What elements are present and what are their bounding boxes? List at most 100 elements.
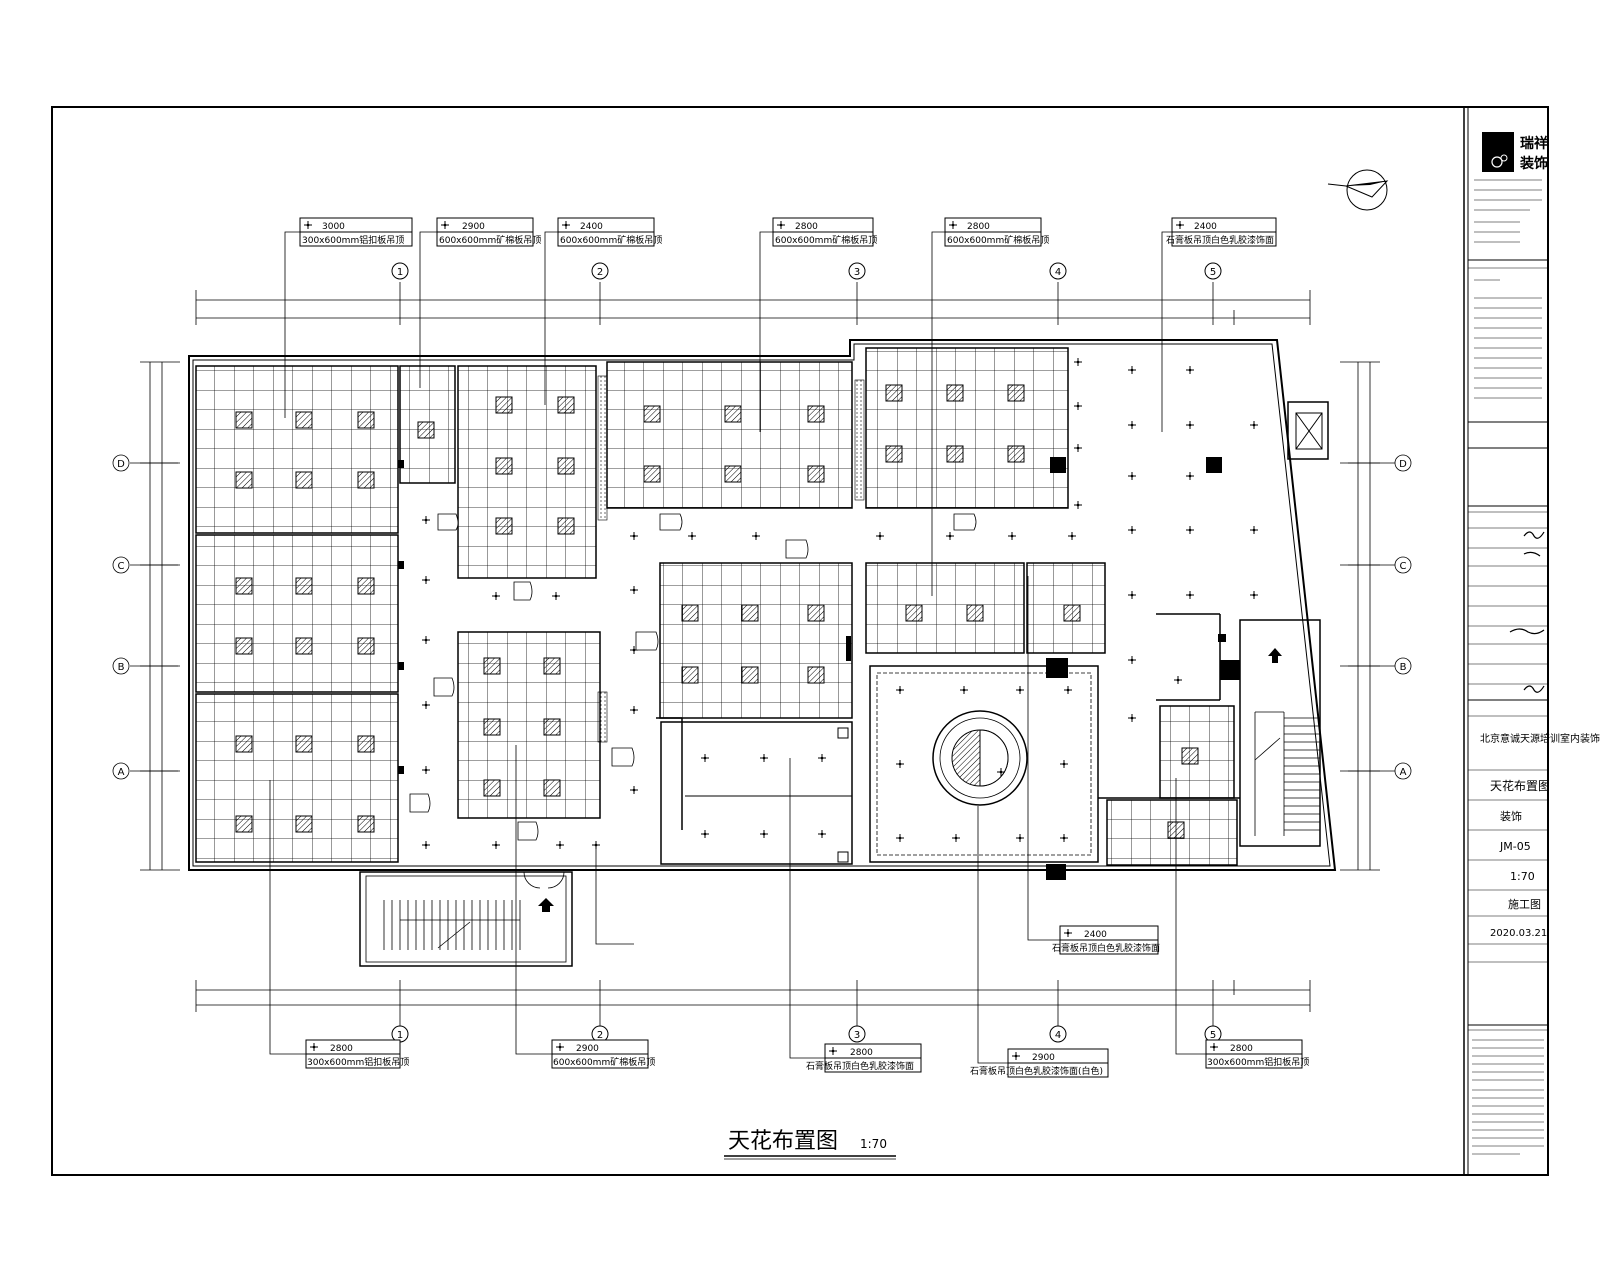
north-arrow-icon	[1327, 169, 1389, 211]
axis-label: D	[1399, 459, 1407, 470]
callout-desc: 600x600mm矿棉板吊顶	[553, 1056, 655, 1068]
callout-leaders-bottom	[269, 576, 1206, 1064]
callout-height: 3000	[322, 222, 345, 232]
drawing-title: 天花布置图	[728, 1129, 838, 1154]
callout-height: 2400	[1084, 930, 1107, 940]
axis-label: 2	[597, 1030, 603, 1041]
grid-axis-columns-top: 1 2 3 4 5	[391, 262, 1222, 280]
stair-bottom	[359, 871, 573, 967]
callout-tag: 3000 300x600mm铝扣板吊顶	[299, 217, 413, 247]
callout-tags-top: 3000 300x600mm铝扣板吊顶 2900 600x600mm矿棉板吊顶 …	[299, 217, 1277, 247]
left-dimension-lines	[140, 361, 180, 871]
axis-label: D	[117, 459, 125, 470]
callout-desc: 石膏板吊顶白色乳胶漆饰面	[1166, 234, 1274, 246]
callout-tag: 2900 600x600mm矿棉板吊顶	[436, 217, 541, 247]
callout-leaders-top	[284, 231, 1172, 596]
stair-right	[1239, 619, 1321, 847]
axis-label: 2	[597, 267, 603, 278]
drawing-scale: 1:70	[860, 1137, 887, 1151]
room-small	[399, 365, 456, 484]
callout-height: 2800	[1230, 1044, 1253, 1054]
callout-height: 2800	[330, 1044, 353, 1054]
callout-height: 2800	[795, 222, 818, 232]
axis-label: 1	[397, 1030, 403, 1041]
room-left-1	[195, 365, 399, 534]
signature-marks	[1509, 531, 1545, 693]
callout-height: 2400	[1194, 222, 1217, 232]
callout-tag: 2800 600x600mm矿棉板吊顶	[944, 217, 1049, 247]
callout-height: 2900	[462, 222, 485, 232]
room-left-2	[195, 534, 399, 693]
callout-desc: 600x600mm矿棉板吊顶	[947, 234, 1049, 246]
title-block: 瑞祥 装饰	[1467, 106, 1600, 1176]
room-right-small	[1106, 705, 1238, 866]
callout-tag: 2800 石膏板吊顶白色乳胶漆饰面	[806, 1043, 922, 1073]
axis-label: 4	[1055, 1030, 1061, 1041]
top-dimension-lines	[195, 282, 1311, 325]
drawing-title-block: 天花布置图 1:70	[724, 1129, 896, 1160]
callout-desc: 300x600mm铝扣板吊顶	[1207, 1056, 1309, 1068]
feature-ceiling	[869, 665, 1099, 863]
callout-tag: 2800 300x600mm铝扣板吊顶	[305, 1039, 409, 1069]
grid-axis-columns-bottom: 1 2 3 4 5	[391, 1025, 1222, 1043]
callout-desc: 600x600mm矿棉板吊顶	[439, 234, 541, 246]
callout-tag: 2800 600x600mm矿棉板吊顶	[772, 217, 877, 247]
elevator-box	[1287, 401, 1329, 460]
drawing-name: 天花布置图	[1490, 778, 1550, 793]
outer-wall	[188, 339, 1337, 871]
axis-label: C	[1400, 561, 1407, 572]
grid-axis-rows-right: D C B A	[1348, 454, 1412, 780]
axis-label: 1	[397, 267, 403, 278]
room-col4-mid	[865, 562, 1106, 654]
callout-height: 2900	[1032, 1053, 1055, 1063]
callout-tag: 2400 600x600mm矿棉板吊顶	[557, 217, 662, 247]
callout-desc: 石膏板吊顶白色乳胶漆饰面(白色)	[970, 1065, 1103, 1077]
callout-height: 2900	[576, 1044, 599, 1054]
room-col4-top	[865, 347, 1069, 509]
stage: 施工图	[1508, 898, 1541, 911]
callout-desc: 600x600mm矿棉板吊顶	[560, 234, 662, 246]
axis-label: 5	[1210, 267, 1216, 278]
axis-label: 3	[854, 1030, 860, 1041]
title-scale: 1:70	[1510, 870, 1535, 883]
callout-tag: 2800 300x600mm铝扣板吊顶	[1205, 1039, 1309, 1069]
room-col3-mid	[659, 562, 853, 719]
right-dimension-lines	[1340, 361, 1380, 871]
axis-label: 4	[1055, 267, 1061, 278]
drawing-date: 2020.03.21	[1490, 928, 1547, 939]
axis-label: 3	[854, 267, 860, 278]
axis-label: A	[118, 767, 125, 778]
callout-desc: 300x600mm铝扣板吊顶	[302, 234, 404, 246]
callout-desc: 600x600mm矿棉板吊顶	[775, 234, 877, 246]
callout-height: 2800	[850, 1048, 873, 1058]
callout-desc: 石膏板吊顶白色乳胶漆饰面	[1052, 942, 1160, 954]
room-lower-mid	[660, 721, 853, 865]
axis-label: B	[118, 662, 125, 673]
drawing-number: JM-05	[1499, 840, 1531, 853]
floor-plan	[188, 339, 1337, 967]
room-left-3	[195, 693, 399, 863]
callout-tags-bottom: 2800 300x600mm铝扣板吊顶 2900 600x600mm矿棉板吊顶 …	[305, 925, 1309, 1078]
callout-height: 2800	[967, 222, 990, 232]
callout-height: 2400	[580, 222, 603, 232]
axis-label: 5	[1210, 1030, 1216, 1041]
structural-columns	[398, 457, 1240, 880]
callout-tag: 2900 石膏板吊顶白色乳胶漆饰面(白色)	[970, 1048, 1109, 1078]
project-name: 北京意诚天源培训室内装饰工程	[1480, 732, 1600, 745]
callout-tag: 2400 石膏板吊顶白色乳胶漆饰面	[1052, 925, 1160, 955]
company-name-2: 装饰	[1519, 155, 1548, 172]
company-name-1: 瑞祥	[1520, 135, 1548, 152]
callout-desc: 石膏板吊顶白色乳胶漆饰面	[806, 1060, 914, 1072]
grid-axis-rows-left: D C B A	[112, 454, 178, 780]
room-col3-top	[606, 361, 865, 509]
callout-tag: 2900 600x600mm矿棉板吊顶	[551, 1039, 655, 1069]
discipline: 装饰	[1500, 809, 1522, 823]
axis-label: C	[118, 561, 125, 572]
axis-label: B	[1400, 662, 1407, 673]
room-col2-top	[457, 365, 608, 579]
room-col2-low	[457, 631, 608, 819]
axis-label: A	[1400, 767, 1407, 778]
bottom-dimension-lines	[195, 980, 1311, 1030]
callout-desc: 300x600mm铝扣板吊顶	[307, 1056, 409, 1068]
